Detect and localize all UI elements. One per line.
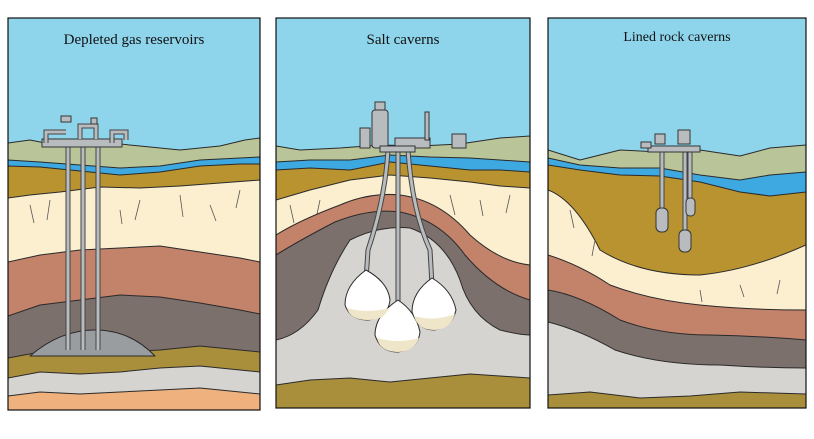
rock-cavern-wells [640,129,701,253]
crack-lines [29,189,241,225]
panel-depleted-gas-reservoirs [7,17,261,411]
brine-pipes [363,149,435,310]
orange-layer [8,387,260,410]
panel-title-lined-rock-caverns: Lined rock caverns [623,30,731,45]
light-rock-layer [548,321,806,408]
processing-plant-icon [359,101,467,153]
panel-title-salt-caverns: Salt caverns [366,32,440,48]
crack-lines [289,194,511,224]
gas-reservoir [29,329,156,357]
crack-lines [569,209,781,303]
panel-lined-rock-caverns [547,17,807,409]
olive-layer [276,373,530,408]
olive-layer [548,391,806,408]
wellhead-icon [41,115,129,350]
panel-title-depleted-gas-reservoirs: Depleted gas reservoirs [63,32,205,48]
panel-salt-caverns [275,17,531,409]
salt-cavern [344,269,457,353]
